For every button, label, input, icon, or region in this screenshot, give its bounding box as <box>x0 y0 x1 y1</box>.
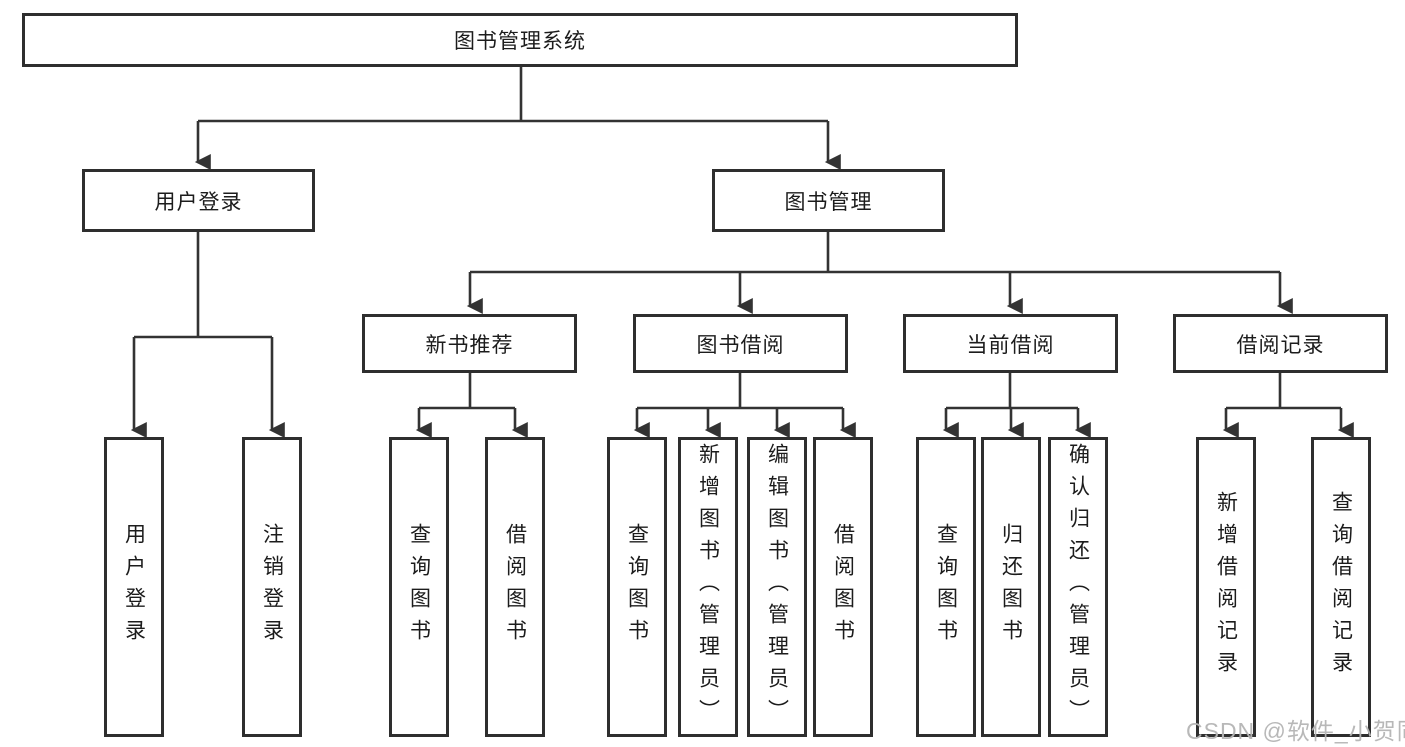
node-book-management: 图书管理 <box>712 169 945 232</box>
leaf-user-login: 用户登录 <box>104 437 164 737</box>
node-current-borrow: 当前借阅 <box>903 314 1118 373</box>
leaf-logout: 注销登录 <box>242 437 302 737</box>
leaf-query-books-current: 查询图书 <box>916 437 976 737</box>
node-borrow-records: 借阅记录 <box>1173 314 1388 373</box>
leaf-add-book-admin: 新增图书（管理员） <box>678 437 738 737</box>
node-book-borrow: 图书借阅 <box>633 314 848 373</box>
node-user-login: 用户登录 <box>82 169 315 232</box>
leaf-confirm-return-admin: 确认归还（管理员） <box>1048 437 1108 737</box>
node-new-book-recommend: 新书推荐 <box>362 314 577 373</box>
csdn-watermark: CSDN @软件_小贺同学 <box>1186 718 1405 744</box>
leaf-query-books-recommend: 查询图书 <box>389 437 449 737</box>
leaf-borrow-books-recommend: 借阅图书 <box>485 437 545 737</box>
leaf-borrow-books: 借阅图书 <box>813 437 873 737</box>
leaf-query-books-borrow: 查询图书 <box>607 437 667 737</box>
leaf-add-borrow-record: 新增借阅记录 <box>1196 437 1256 737</box>
node-root: 图书管理系统 <box>22 13 1018 67</box>
leaf-query-borrow-record: 查询借阅记录 <box>1311 437 1371 737</box>
leaf-return-book: 归还图书 <box>981 437 1041 737</box>
leaf-edit-book-admin: 编辑图书（管理员） <box>747 437 807 737</box>
